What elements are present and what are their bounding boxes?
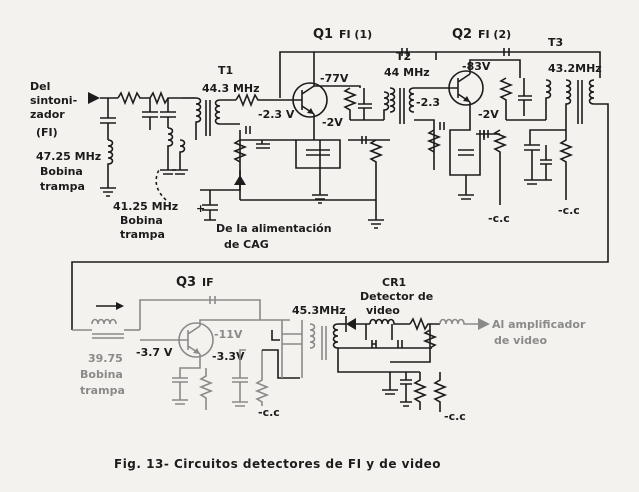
q1-v-base: -2.3 V [258,108,295,121]
q1-transistor [292,82,328,118]
vcc-label-4: -c.c [444,410,466,423]
trap3-frequency: 39.75 [88,352,123,365]
q2-emitter-resistor [492,129,508,205]
vcc-label-2: -c.c [558,204,580,217]
trap-coil-1 [107,139,114,188]
t3-frequency: 43.2MHz [548,62,602,75]
input-label-1: Del [30,80,50,93]
input-label-4: (FI) [36,126,58,139]
t2-frequency: 44 MHz [384,66,430,79]
t3-secondary [588,79,595,105]
trap-coil-3 [91,318,117,325]
q2-collector-resistor [498,77,514,120]
if-amplifier-section: Del sintoni- zador (FI) 47.25 MHz Bobina… [30,27,609,330]
trap1-label-2: trampa [40,180,85,193]
video-detector-section: 39.75 Bobina trampa Q3 IF -11V -3.7 V -3… [72,275,586,423]
q2-transistor [448,70,484,106]
q1-stage: FI (1) [339,28,372,41]
q2-v-base: -2.3 [416,96,440,109]
t4-frequency: 45.3MHz [292,304,346,317]
trap3-label-1: Bobina [80,368,123,381]
q3-transistor [178,322,214,358]
trap3-label-2: trampa [80,384,125,397]
output-label-1: Al amplificador [492,318,586,331]
q3-stage: IF [202,276,214,289]
cr1-label-1: Detector de [360,290,433,303]
trap-coil-2 [167,127,174,170]
trap1-frequency: 47.25 MHz [36,150,101,163]
t2-label: T2 [396,50,411,63]
input-resistor-1 [117,90,150,106]
t3-label: T3 [548,36,563,49]
q2-v-emitter: -2V [478,108,499,121]
q3-label: Q3 [176,275,196,290]
detector-resistor [409,316,440,332]
t1-frequency: 44.3 MHz [202,82,260,95]
input-resistor-2 [149,90,182,106]
q1-collector-resistor [342,87,358,120]
output-coil [439,318,480,325]
t1-secondary [214,99,221,125]
signal-arrow-icon [116,302,124,310]
q1-v-collector: -77V [320,72,349,85]
input-arrow-icon [88,92,100,104]
cr1-label-2: video [366,304,400,317]
agc-label-1: De la alimentación [216,222,332,235]
q1-label: Q1 [313,27,333,42]
cr1-diode [346,318,356,330]
q2-tank-coil [545,79,552,120]
trap1-label-1: Bobina [40,165,83,178]
q1-v-emitter: -2V [322,116,343,129]
t2-secondary [408,87,415,113]
output-arrow-icon [478,318,490,330]
t2-primary [389,87,396,113]
q2-label: Q2 [452,27,472,42]
trap2-frequency: 41.25 MHz [113,200,178,213]
trap2-label-2: trampa [120,228,165,241]
input-label-3: zador [30,108,65,121]
output-label-2: de video [494,334,547,347]
vcc-label-3: -c.c [258,406,280,419]
agc-arrow-icon [234,175,246,185]
vcc-label-1: -c.c [488,212,510,225]
q3-v-base: -3.7 V [136,346,173,359]
q3-v-collector: -11V [214,328,243,341]
t1-resistor [235,92,296,108]
t3-primary [565,79,572,130]
t3-resistor [558,130,574,200]
input-label-2: sintoni- [30,94,77,107]
q2-stage: FI (2) [478,28,511,41]
agc-label-2: de CAG [224,238,269,251]
q1-base-resistor [232,139,248,163]
t1-primary [195,97,202,140]
t1-label: T1 [218,64,233,77]
cr1-label: CR1 [382,276,406,289]
q3-v-emitter: -3.3V [212,350,245,363]
svg-text:+: + [196,202,205,215]
detector-coil [369,318,410,325]
trap2-label-1: Bobina [120,214,163,227]
q2-v-collector: -83V [462,60,491,73]
figure-caption: Fig. 13- Circuitos detectores de FI y de… [114,457,441,471]
q1-tank-coil [383,91,390,120]
t4-secondary [332,323,339,349]
q1-emitter-resistor [368,139,384,205]
t4-primary [309,323,316,349]
